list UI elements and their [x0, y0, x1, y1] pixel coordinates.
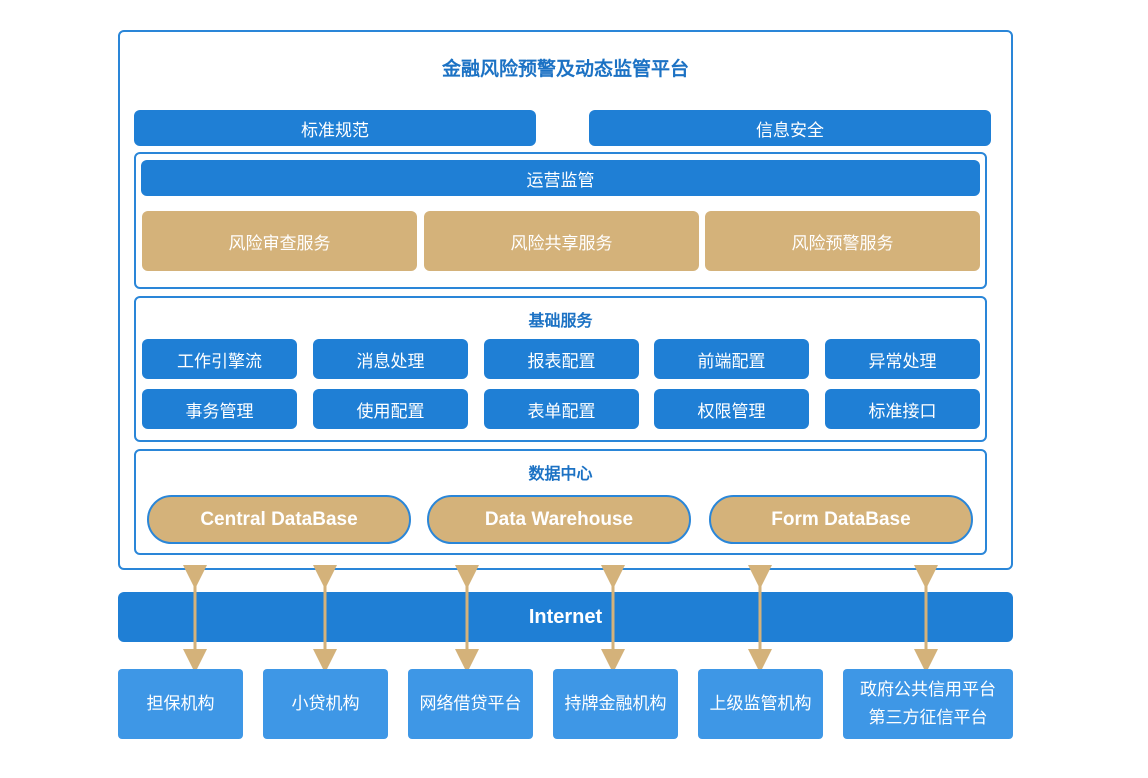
third-party-credit-platform-label: 第三方征信平台 — [868, 708, 988, 728]
basic-services-title: 基础服务 — [528, 311, 593, 330]
institution-guarantee: 担保机构 — [118, 669, 243, 739]
operations-title-bar: 运营监管 — [141, 160, 980, 196]
service-permission-management: 权限管理 — [654, 389, 809, 429]
service-transaction-management: 事务管理 — [142, 389, 297, 429]
platform-title: 金融风险预警及动态监管平台 — [441, 58, 689, 80]
internet-bar: Internet — [118, 592, 1013, 642]
data-warehouse: Data Warehouse — [427, 495, 691, 544]
institution-credit-platforms: 政府公共信用平台 第三方征信平台 — [843, 669, 1013, 739]
institution-microloan: 小贷机构 — [263, 669, 388, 739]
service-report-config: 报表配置 — [484, 339, 639, 379]
central-database: Central DataBase — [147, 495, 411, 544]
info-security-bar: 信息安全 — [589, 110, 991, 146]
service-exception-handling: 异常处理 — [825, 339, 980, 379]
form-database: Form DataBase — [709, 495, 973, 544]
service-usage-config: 使用配置 — [313, 389, 468, 429]
institution-licensed-financial: 持牌金融机构 — [553, 669, 678, 739]
gov-credit-platform-label: 政府公共信用平台 — [860, 680, 996, 700]
service-message-processing: 消息处理 — [313, 339, 468, 379]
risk-review-service: 风险审查服务 — [142, 211, 417, 271]
risk-warning-service: 风险预警服务 — [705, 211, 980, 271]
service-frontend-config: 前端配置 — [654, 339, 809, 379]
service-workflow-engine: 工作引擎流 — [142, 339, 297, 379]
standards-bar: 标准规范 — [134, 110, 536, 146]
service-standard-interface: 标准接口 — [825, 389, 980, 429]
service-form-config: 表单配置 — [484, 389, 639, 429]
institution-p2p-platform: 网络借贷平台 — [408, 669, 533, 739]
data-center-title: 数据中心 — [528, 464, 593, 483]
institution-superior-regulator: 上级监管机构 — [698, 669, 823, 739]
risk-sharing-service: 风险共享服务 — [424, 211, 699, 271]
